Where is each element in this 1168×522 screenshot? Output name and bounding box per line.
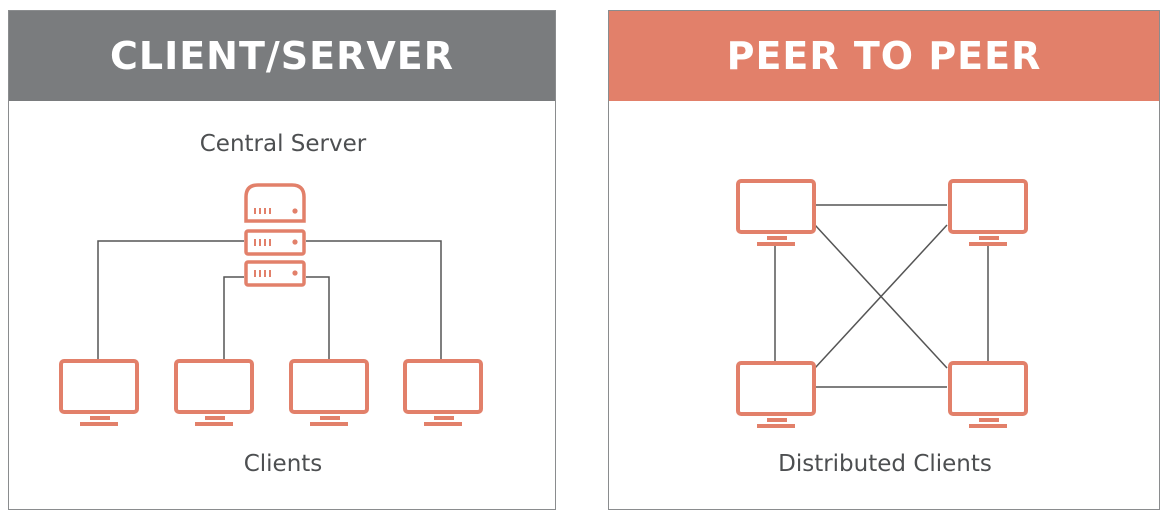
monitor-icon [948, 361, 1028, 428]
monitor-icon [948, 179, 1028, 246]
peer-to-peer-diagram [736, 179, 1028, 428]
connection-line-1 [97, 240, 244, 369]
client-server-diagram [59, 183, 483, 426]
monitor-icon [59, 359, 139, 426]
monitor-icon [289, 359, 369, 426]
client-server-connections [97, 240, 442, 369]
connection-line-3 [306, 276, 330, 369]
peer-connections [774, 204, 989, 388]
central-server-label: Central Server [199, 131, 367, 157]
distributed-clients-label: Distributed Clients [778, 451, 992, 477]
monitor-icon [174, 359, 254, 426]
connection-line-4 [306, 240, 442, 369]
peer-monitors [736, 179, 1028, 428]
client-server-panel: CLIENT/SERVER [8, 10, 556, 510]
peer-to-peer-header: PEER TO PEER [609, 11, 1159, 101]
server-icon [244, 183, 306, 287]
client-monitors [59, 359, 483, 426]
peer-to-peer-panel: PEER TO PEER [608, 10, 1160, 510]
connection-line-diagonal-2 [814, 224, 948, 369]
monitor-icon [736, 179, 816, 246]
connection-line-2 [223, 276, 244, 369]
clients-label: Clients [243, 451, 323, 477]
monitor-icon [403, 359, 483, 426]
monitor-icon [736, 361, 816, 428]
client-server-header: CLIENT/SERVER [9, 11, 555, 101]
